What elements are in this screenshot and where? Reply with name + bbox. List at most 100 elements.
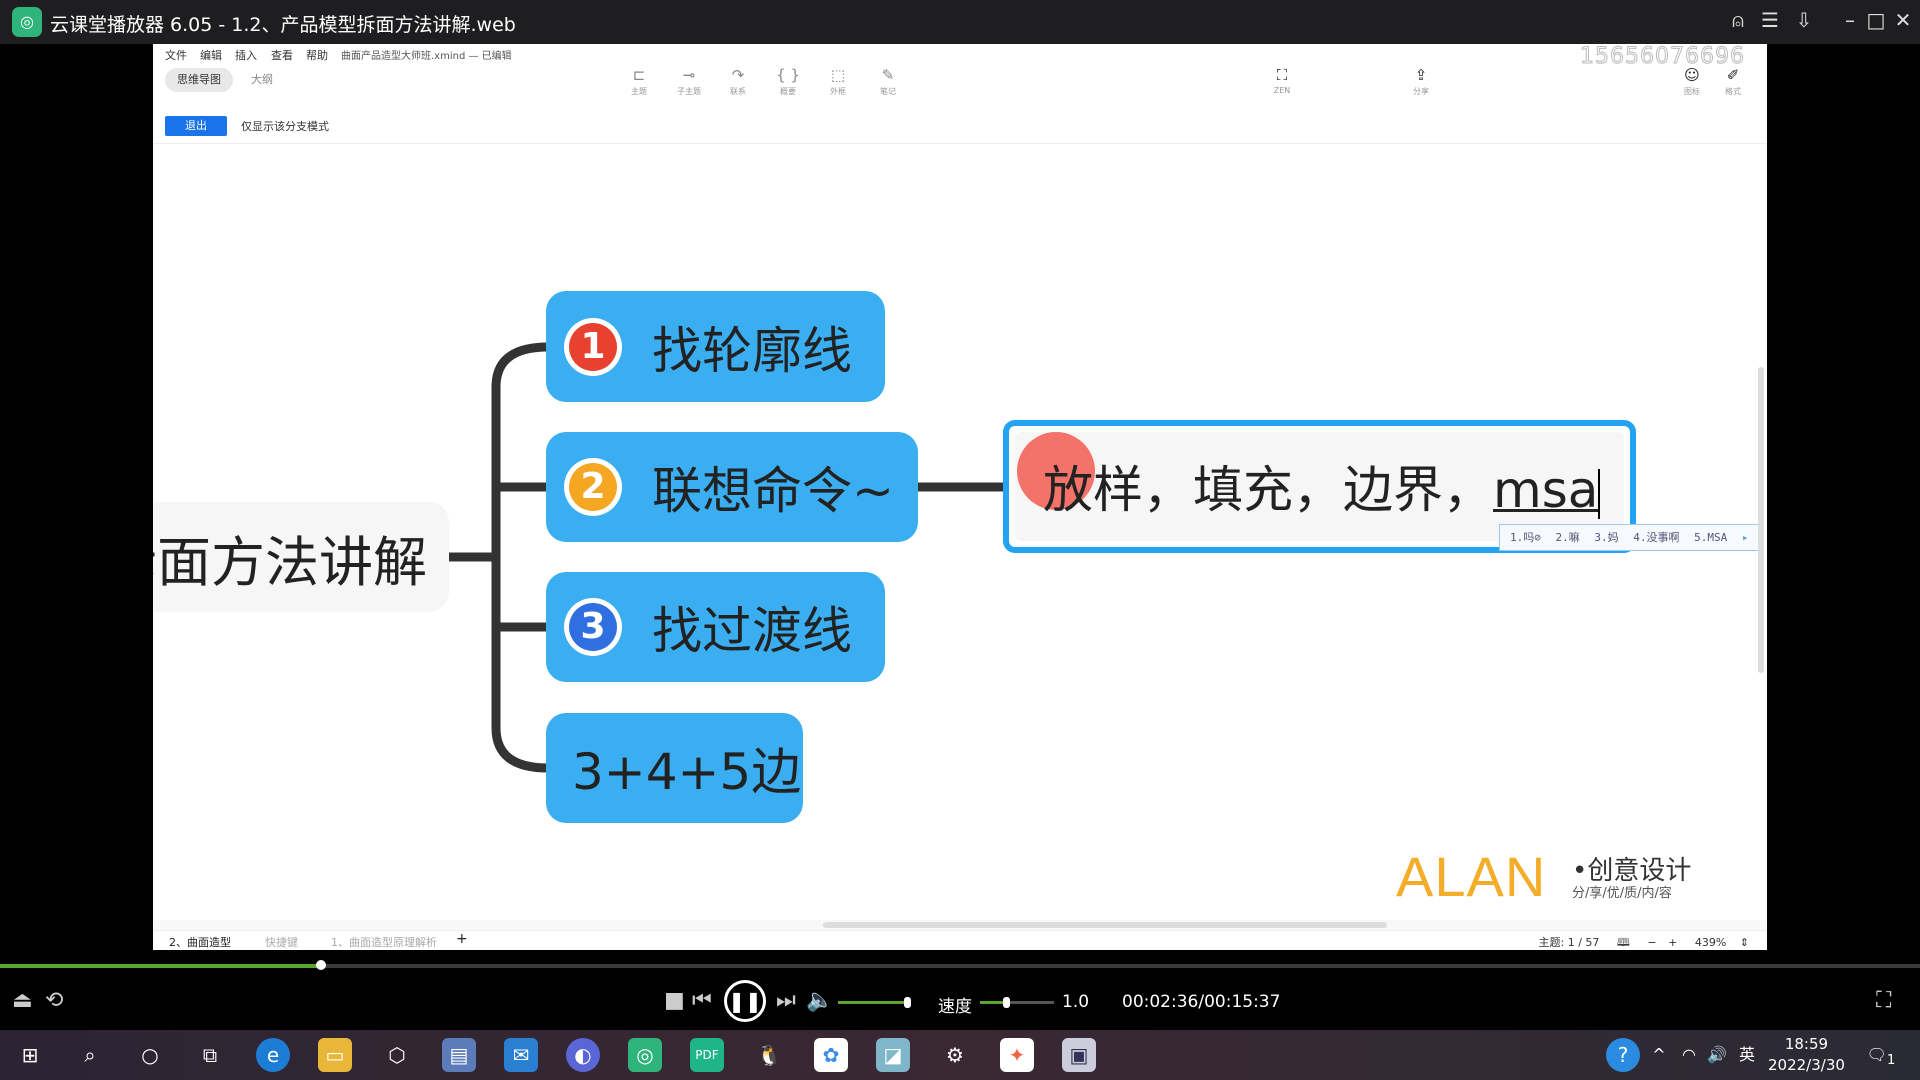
title-bar: ◎ 云课堂播放器 6.05 - 1.2、产品模型拆面方法讲解.web ⍝ ☰ ⇩… [0, 0, 1920, 44]
stop-button[interactable]: ■ [664, 988, 685, 1013]
maximize-icon[interactable]: □ [1866, 8, 1886, 32]
topic-text: 3+4+5边 [572, 743, 802, 801]
topic-icon: ⊏ [632, 66, 646, 84]
app-icon[interactable]: ◐ [566, 1038, 600, 1072]
ime-candidate[interactable]: 5.MSA [1694, 531, 1728, 544]
search-icon[interactable]: ⌕ [84, 1043, 96, 1067]
chevron-up-icon[interactable]: ^ [1652, 1045, 1666, 1064]
pause-button[interactable]: ❚❚ [724, 980, 766, 1022]
zoom-stepper-icon[interactable]: ⇕ [1739, 936, 1749, 949]
download-icon[interactable]: ⇩ [1795, 8, 1813, 32]
tab-outline[interactable]: 大纲 [251, 73, 273, 86]
relationship-button[interactable]: ↷联系 [718, 66, 758, 97]
zoom-out-button[interactable]: − [1647, 936, 1657, 949]
subtopic-button[interactable]: ⊸子主题 [669, 66, 709, 97]
video-progress-bar[interactable] [0, 960, 1920, 970]
exit-button[interactable]: 退出 [165, 116, 227, 136]
app-icon[interactable]: ▤ [442, 1038, 476, 1072]
divider [153, 143, 1767, 144]
map-icon[interactable]: 🕮 [1616, 936, 1630, 949]
boundary-button[interactable]: ⬚外框 [818, 66, 858, 97]
alan-logo: ALAN •创意设计 分/享/优/质/内/容 [1396, 845, 1692, 908]
speed-value: 1.0 [1062, 992, 1090, 1012]
ime-candidate[interactable]: 4.没事啊 [1633, 531, 1680, 544]
vertical-scroll-thumb[interactable] [1758, 367, 1764, 673]
ime-candidate[interactable]: 3.妈 [1594, 531, 1619, 544]
eject-icon[interactable]: ⏏ [12, 988, 33, 1013]
ime-candidate[interactable]: 1.吗⊘ [1510, 531, 1541, 544]
topic-button[interactable]: ⊏主题 [619, 66, 659, 97]
root-topic[interactable]: 拆面方法讲解 [153, 502, 449, 612]
volume-slider[interactable] [838, 997, 911, 1008]
edge-icon[interactable]: e [256, 1038, 290, 1072]
status-area: 主题: 1 / 57 🕮 − + 439% ⇕ [1539, 934, 1750, 950]
xmind-icon[interactable]: ✦ [1000, 1038, 1034, 1072]
file-explorer-icon[interactable]: ▭ [318, 1038, 352, 1072]
sheet-tab-active[interactable]: 2、曲面造型 [169, 936, 231, 949]
taskbar: ⊞ ⌕ ○ ⧉ e ▭ ⬡ ▤ ✉ ◐ ◎ PDF 🐧 ✿ ◪ ⚙ ✦ ▣ ? … [0, 1030, 1920, 1080]
app-icon[interactable]: ⬡ [388, 1043, 406, 1067]
task-view-icon[interactable]: ⧉ [202, 1043, 218, 1067]
sheet-tab[interactable]: 1、曲面造型原理解析 [331, 936, 437, 949]
wifi-icon[interactable]: ◠ [1682, 1045, 1696, 1064]
menu-insert[interactable]: 插入 [235, 49, 257, 62]
user-icon[interactable]: ⍝ [1732, 8, 1744, 32]
note-button[interactable]: ✎笔记 [868, 66, 908, 97]
next-page-icon[interactable]: ▸ [1741, 531, 1749, 544]
menu-help[interactable]: 帮助 [306, 49, 328, 62]
speed-label: 速度 [938, 997, 972, 1017]
close-icon[interactable]: ✕ [1894, 8, 1912, 32]
zoom-in-button[interactable]: + [1668, 936, 1678, 949]
icon-panel-button[interactable]: ☺图标 [1672, 66, 1712, 97]
windows-start-icon[interactable]: ⊞ [21, 1043, 39, 1067]
speed-slider[interactable] [980, 997, 1054, 1008]
branch-topic-1[interactable]: 1 找轮廓线 [546, 291, 885, 402]
minimize-icon[interactable]: – [1845, 8, 1855, 32]
branch-topic-2[interactable]: 2 联想命令~ [546, 432, 918, 542]
notification-icon[interactable]: 🗨1 [1866, 1045, 1896, 1069]
settings-icon[interactable]: ⚙ [946, 1043, 964, 1067]
share-button[interactable]: ⇪分享 [1401, 66, 1441, 97]
volume-icon[interactable]: 🔈 [806, 988, 834, 1013]
topic-edit-input[interactable]: 放样，填充，边界，msa [1015, 432, 1624, 541]
file-name: 曲面产品造型大师班.xmind — 已编辑 [341, 51, 512, 62]
ime-composition: msa [1493, 461, 1599, 519]
format-panel-button[interactable]: ✐格式 [1713, 66, 1753, 97]
app-icon[interactable]: ✿ [814, 1038, 848, 1072]
volume-icon[interactable]: 🔊 [1707, 1045, 1727, 1064]
next-button[interactable]: ⏭ [776, 988, 796, 1013]
qq-icon[interactable]: 🐧 [756, 1043, 782, 1067]
ime-candidate[interactable]: 2.嘛 [1555, 531, 1580, 544]
help-icon[interactable]: ? [1606, 1038, 1640, 1072]
edit-text: 放样，填充，边界， [1043, 461, 1493, 519]
ime-indicator[interactable]: 英 [1738, 1045, 1755, 1064]
app-icon[interactable]: ▣ [1062, 1038, 1096, 1072]
pdf-icon[interactable]: PDF [690, 1038, 724, 1072]
zen-button[interactable]: ⛶ZEN [1262, 66, 1302, 95]
tab-mindmap[interactable]: 思维导图 [165, 68, 233, 92]
previous-button[interactable]: ⏮ [692, 988, 712, 1013]
branch-topic-3[interactable]: 3 找过渡线 [546, 572, 885, 682]
fullscreen-icon[interactable]: ⛶ [1876, 988, 1892, 1013]
mail-icon[interactable]: ✉ [504, 1038, 538, 1072]
summary-button[interactable]: { }概要 [768, 66, 808, 97]
progress-knob[interactable] [315, 960, 326, 970]
horizontal-scroll-thumb[interactable] [823, 922, 1387, 928]
add-sheet-button[interactable]: + [456, 931, 468, 947]
cloud-classroom-player-icon[interactable]: ◎ [628, 1038, 662, 1072]
sheet-tab[interactable]: 快捷键 [265, 936, 298, 949]
ime-candidate-bar: 1.吗⊘ 2.嘛 3.妈 4.没事啊 5.MSA ▸ [1499, 524, 1760, 551]
menu-view[interactable]: 查看 [271, 49, 293, 62]
zoom-level[interactable]: 439% [1694, 936, 1727, 949]
loop-icon[interactable]: ⟲ [45, 988, 64, 1013]
branch-topic-4[interactable]: 3+4+5边 [546, 713, 803, 823]
menu-file[interactable]: 文件 [165, 49, 187, 62]
cortana-icon[interactable]: ○ [141, 1043, 159, 1067]
menu-edit[interactable]: 编辑 [200, 49, 222, 62]
app-icon[interactable]: ◪ [876, 1038, 910, 1072]
playback-time: 00:02:36/00:15:37 [1122, 992, 1281, 1012]
list-icon[interactable]: ☰ [1761, 8, 1779, 32]
relationship-icon: ↷ [731, 66, 745, 84]
topic-edit-box[interactable]: 放样，填充，边界，msa [1003, 420, 1636, 553]
